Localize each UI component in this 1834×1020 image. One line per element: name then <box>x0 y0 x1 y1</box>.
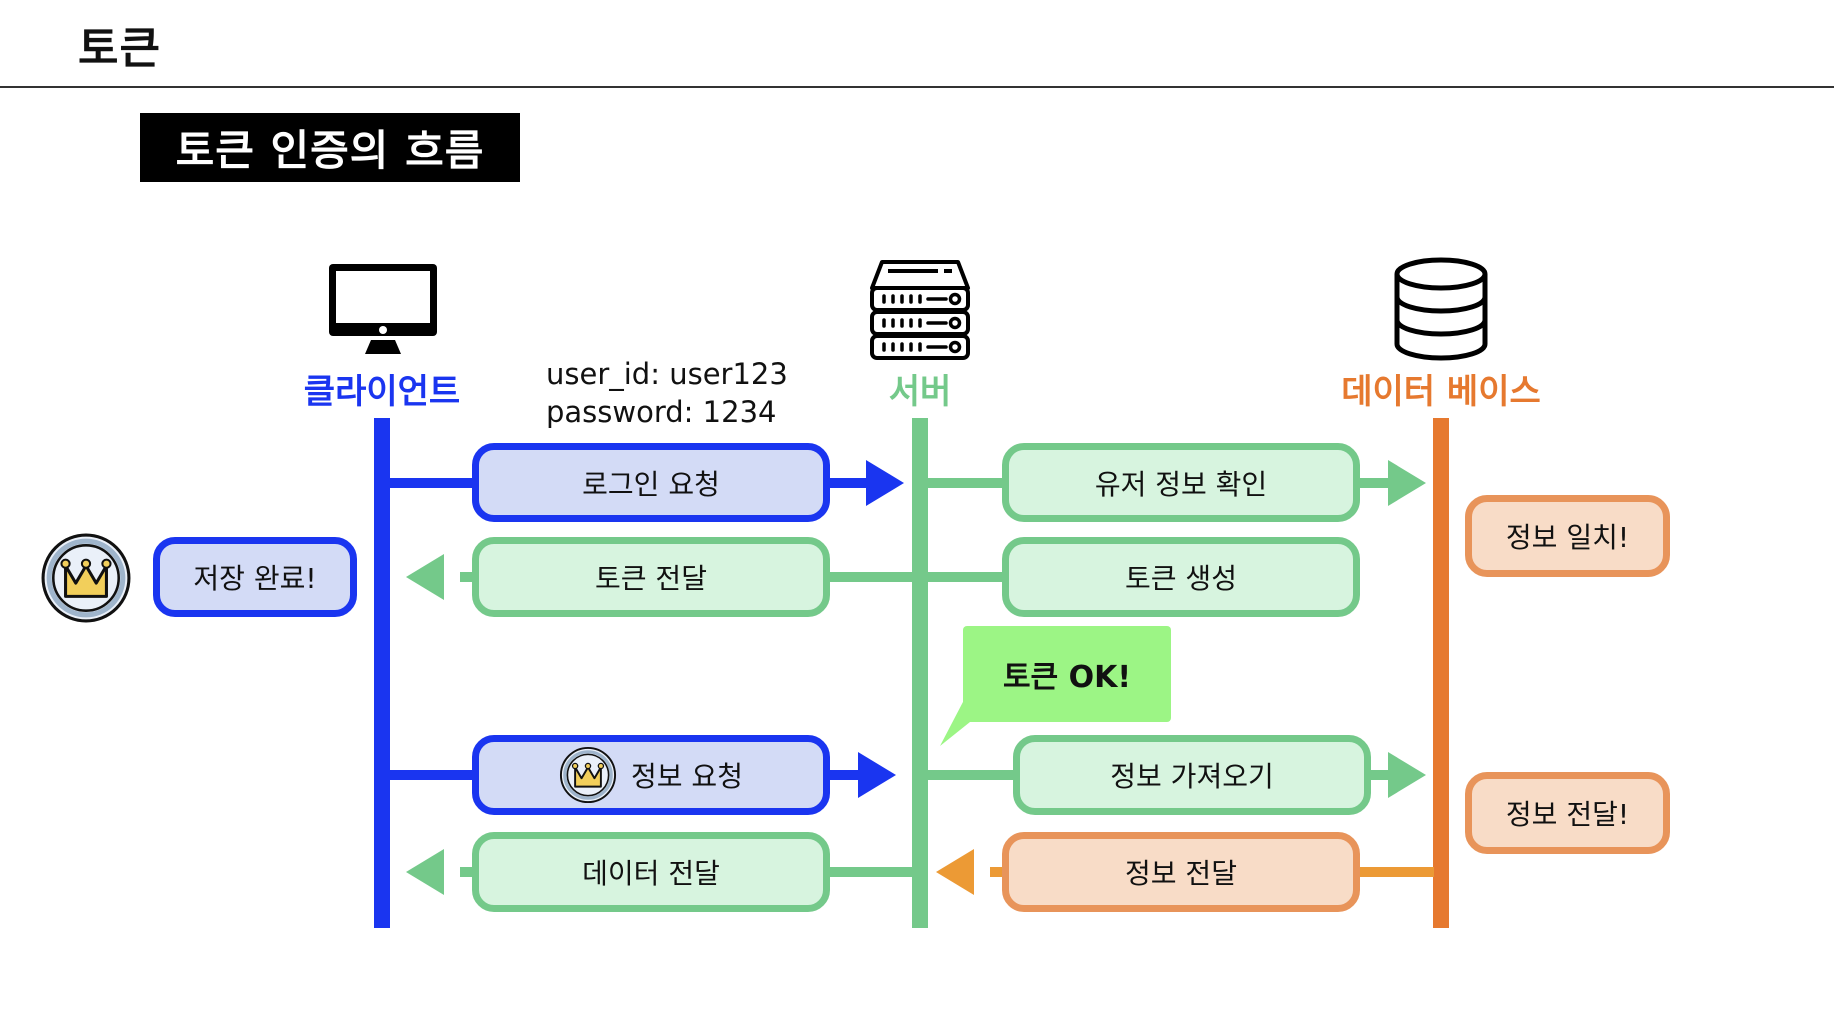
client-label: 클라이언트 <box>303 372 461 412</box>
connector-line <box>1362 770 1392 780</box>
message-user-check: 유저 정보 확인 <box>1002 443 1360 522</box>
message-info-fetch: 정보 가져오기 <box>1013 735 1371 815</box>
message-login-request: 로그인 요청 <box>472 443 830 522</box>
arrow-right-icon <box>858 752 896 798</box>
credentials-password: password: 1234 <box>546 395 777 429</box>
message-info-return: 정보 전달 <box>1002 832 1360 912</box>
connector-line <box>390 478 480 488</box>
connector-line <box>822 478 872 488</box>
connector-line <box>1352 478 1392 488</box>
slide-title: 토큰 인증의 흐름 <box>140 113 520 182</box>
connector-line <box>990 867 1010 877</box>
page-header-title: 토큰 <box>78 23 161 74</box>
crown-token-icon <box>41 533 131 623</box>
monitor-icon <box>329 264 437 354</box>
header-divider <box>0 86 1834 88</box>
connector-line <box>822 770 862 780</box>
note-info-match: 정보 일치! <box>1465 495 1670 577</box>
connector-line <box>390 770 480 780</box>
client-lifeline <box>374 418 390 928</box>
note-info-sent: 정보 전달! <box>1465 772 1670 854</box>
connector-line <box>822 867 920 877</box>
connector-line <box>460 572 480 582</box>
connector-line <box>928 572 1010 582</box>
message-token-delivery: 토큰 전달 <box>472 537 830 617</box>
arrow-right-icon <box>1388 460 1426 506</box>
message-token-create: 토큰 생성 <box>1002 537 1360 617</box>
database-lifeline <box>1433 418 1449 928</box>
database-icon <box>1394 257 1488 361</box>
message-data-delivery: 데이터 전달 <box>472 832 830 912</box>
token-ok-bubble: 토큰 OK! <box>963 626 1171 722</box>
credentials-user-id: user_id: user123 <box>546 357 788 391</box>
connector-line <box>928 770 1020 780</box>
note-save-done: 저장 완료! <box>153 537 357 617</box>
connector-line <box>928 478 1010 488</box>
server-rack-icon <box>870 260 970 360</box>
database-label: 데이터 베이스 <box>1341 372 1541 412</box>
arrow-left-icon <box>406 849 444 895</box>
server-lifeline <box>912 418 928 928</box>
server-label: 서버 <box>888 372 952 412</box>
connector-line <box>822 572 920 582</box>
arrow-right-icon <box>1388 752 1426 798</box>
connector-line <box>1352 867 1434 877</box>
message-info-request: 정보 요청 <box>472 735 830 815</box>
arrow-left-icon <box>406 554 444 600</box>
message-info-request-label: 정보 요청 <box>631 760 743 793</box>
crown-token-icon <box>559 746 617 804</box>
arrow-left-icon <box>936 849 974 895</box>
connector-line <box>460 867 480 877</box>
arrow-right-icon <box>866 460 904 506</box>
